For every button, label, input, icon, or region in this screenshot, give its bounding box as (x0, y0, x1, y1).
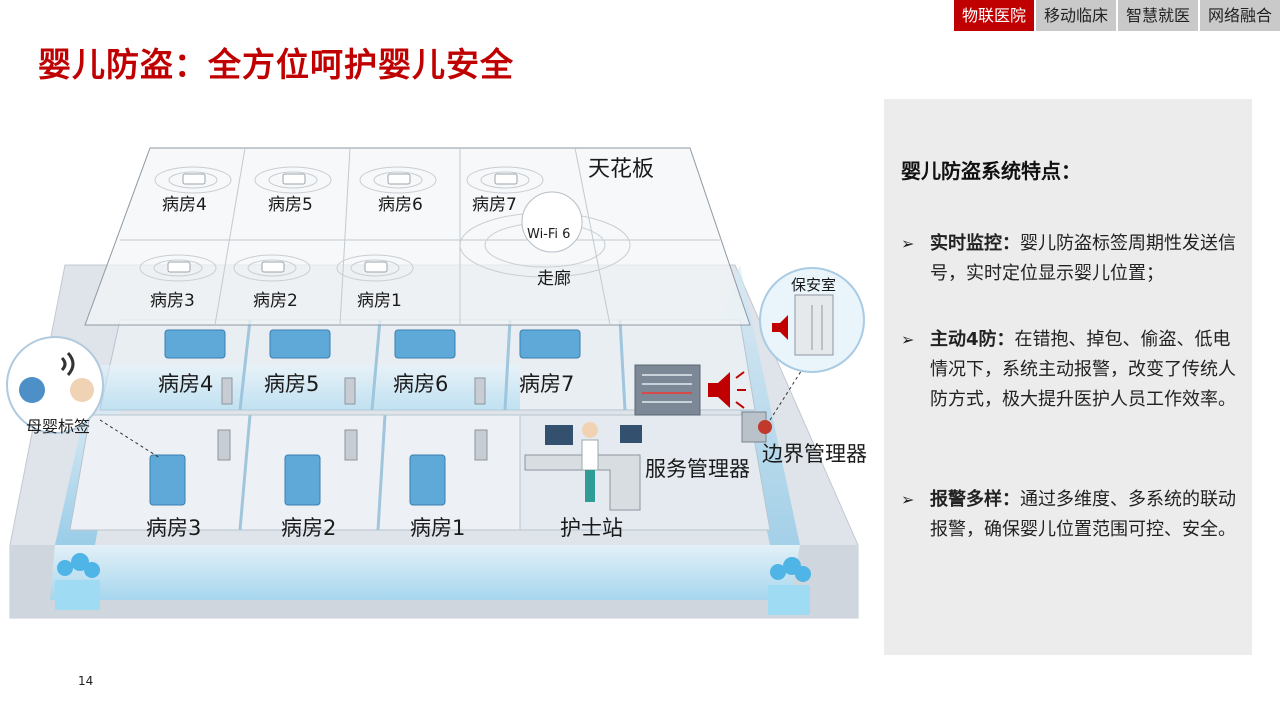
feature-item-alarm: ➢ 报警多样：通过多维度、多系统的联动报警，确保婴儿位置范围可控、安全。 (901, 485, 1241, 545)
security-room-label: 保安室 (791, 276, 836, 294)
tab-network-fusion[interactable]: 网络融合 (1198, 0, 1280, 31)
feature-label: 主动4防： (930, 329, 1015, 350)
ceiling-room-6: 病房6 (378, 195, 423, 215)
feature-label: 实时监控： (930, 233, 1020, 254)
upper-room-4: 病房4 (158, 372, 213, 396)
infant-security-diagram: 天花板 病房4 病房5 病房6 病房7 病房3 病房2 病房1 Wi-Fi 6 … (0, 140, 880, 630)
tab-smart-care[interactable]: 智慧就医 (1116, 0, 1198, 31)
arrow-bullet-icon: ➢ (901, 485, 914, 515)
feature-item-active-defense: ➢ 主动4防：在错抱、掉包、偷盗、低电情况下，系统主动报警，改变了传统人防方式，… (901, 325, 1241, 415)
nurse-station-label: 护士站 (560, 516, 623, 540)
ceiling-room-5: 病房5 (268, 195, 313, 215)
arrow-bullet-icon: ➢ (901, 229, 914, 259)
lower-room-3: 病房3 (146, 516, 201, 540)
lower-room-1: 病房1 (410, 516, 465, 540)
front-glass-wall (50, 545, 800, 600)
ceiling-room-4: 病房4 (162, 195, 207, 215)
ceiling-room-3: 病房3 (150, 291, 195, 311)
upper-room-6: 病房6 (393, 372, 448, 396)
upper-room-7: 病房7 (519, 372, 574, 396)
corridor-label: 走廊 (537, 269, 571, 289)
arrow-bullet-icon: ➢ (901, 325, 914, 355)
upper-room-5: 病房5 (264, 372, 319, 396)
wifi-label: Wi-Fi 6 (527, 227, 570, 242)
wifi-ap-icon (522, 192, 582, 252)
features-panel: 婴儿防盗系统特点： ➢ 实时监控：婴儿防盗标签周期性发送信号，实时定位显示婴儿位… (884, 99, 1252, 655)
tab-mobile-clinical[interactable]: 移动临床 (1034, 0, 1116, 31)
server-icon (635, 365, 700, 415)
ceiling-room-7: 病房7 (472, 195, 517, 215)
feature-item-realtime: ➢ 实时监控：婴儿防盗标签周期性发送信号，实时定位显示婴儿位置； (901, 229, 1241, 289)
page-title: 婴儿防盗：全方位呵护婴儿安全 (38, 38, 514, 86)
ceiling-room-1: 病房1 (357, 291, 402, 311)
lower-room-2: 病房2 (281, 516, 336, 540)
boundary-manager-label: 边界管理器 (762, 442, 867, 466)
page-number: 14 (78, 674, 93, 688)
top-nav-tabs: 物联医院 移动临床 智慧就医 网络融合 (952, 0, 1280, 31)
ceiling-room-2: 病房2 (253, 291, 298, 311)
feature-label: 报警多样： (930, 489, 1020, 510)
tab-iot-hospital[interactable]: 物联医院 (952, 0, 1034, 31)
ceiling-label: 天花板 (588, 157, 654, 182)
tag-label: 母婴标签 (26, 417, 90, 436)
panel-heading: 婴儿防盗系统特点： (901, 155, 1081, 184)
service-manager-label: 服务管理器 (645, 457, 750, 481)
